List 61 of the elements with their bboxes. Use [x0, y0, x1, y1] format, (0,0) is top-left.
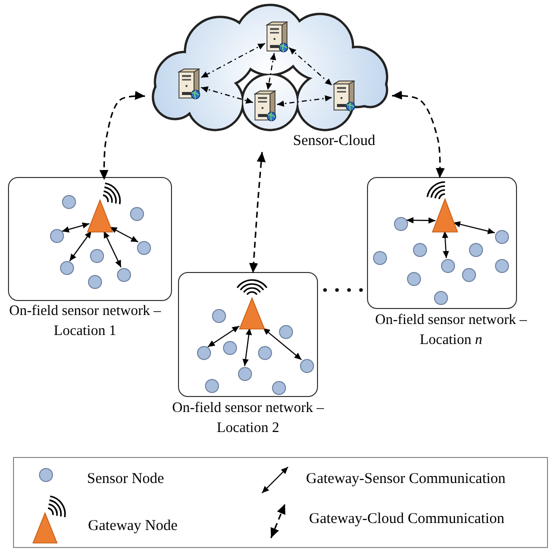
sensor-node	[394, 217, 408, 231]
sensor-node	[90, 249, 104, 263]
sensor-node	[258, 346, 272, 360]
network-caption: On-field sensor network – Location 2	[171, 399, 325, 438]
double-arrow	[453, 221, 495, 234]
network-caption: On-field sensor network – Location n	[374, 311, 528, 350]
server-icon	[253, 90, 277, 122]
network-area	[178, 272, 318, 397]
sensor-node	[238, 367, 252, 381]
gateway-icon	[87, 181, 121, 233]
sensor-node	[469, 243, 483, 257]
dashed-double-arrow	[266, 52, 276, 90]
legend-label: Gateway Node	[88, 518, 178, 535]
sensor-node	[373, 251, 387, 265]
dashed-double-arrow	[200, 42, 266, 78]
dashed-double-arrow	[276, 95, 332, 107]
sensor-node	[62, 195, 76, 209]
sensor-node	[205, 379, 219, 393]
double-arrow	[242, 328, 252, 366]
sensor-node	[50, 229, 64, 243]
double-arrow	[103, 230, 122, 268]
cloud-label: Sensor-Cloud	[293, 133, 376, 150]
dashed-double-arrow	[288, 47, 332, 86]
sensor-node	[60, 261, 74, 275]
sensor-node	[223, 341, 237, 355]
sensor-node	[300, 359, 314, 373]
double-arrow	[110, 226, 138, 242]
dashed-double-arrow	[392, 90, 445, 178]
sensor-node	[137, 241, 151, 255]
sensor-node	[212, 309, 226, 323]
dashed-double-arrow	[249, 152, 266, 274]
sensor-node	[495, 259, 509, 273]
server-icon	[332, 80, 356, 112]
sensor-node	[279, 325, 293, 339]
sensor-node	[413, 243, 427, 257]
sensor-node	[462, 268, 476, 282]
server-icon	[265, 21, 289, 53]
network-area	[367, 177, 517, 309]
sensor-node	[441, 259, 455, 273]
sensor-node	[407, 272, 421, 286]
double-arrow	[442, 230, 450, 258]
server-icon	[177, 68, 201, 100]
sensor-node	[88, 275, 102, 289]
double-arrow	[69, 230, 92, 262]
network-caption: On-field sensor network – Location 1	[8, 302, 162, 341]
sensor-node	[130, 207, 144, 221]
double-arrow	[262, 328, 302, 360]
double-arrow	[406, 217, 436, 224]
legend-label: Gateway-Cloud Communication	[309, 511, 504, 528]
sensor-node	[434, 291, 448, 305]
network-area	[8, 177, 172, 301]
double-arrow	[208, 326, 240, 348]
sensor-node	[495, 230, 509, 244]
dashed-double-arrow	[200, 86, 254, 104]
dashed-double-arrow	[99, 91, 146, 180]
sensor-node	[272, 381, 286, 395]
legend-label: Gateway-Sensor Communication	[306, 471, 506, 488]
sensor-node	[117, 268, 131, 282]
sensor-node	[197, 346, 211, 360]
double-arrow	[62, 222, 90, 232]
legend-label: Sensor Node	[87, 471, 164, 488]
